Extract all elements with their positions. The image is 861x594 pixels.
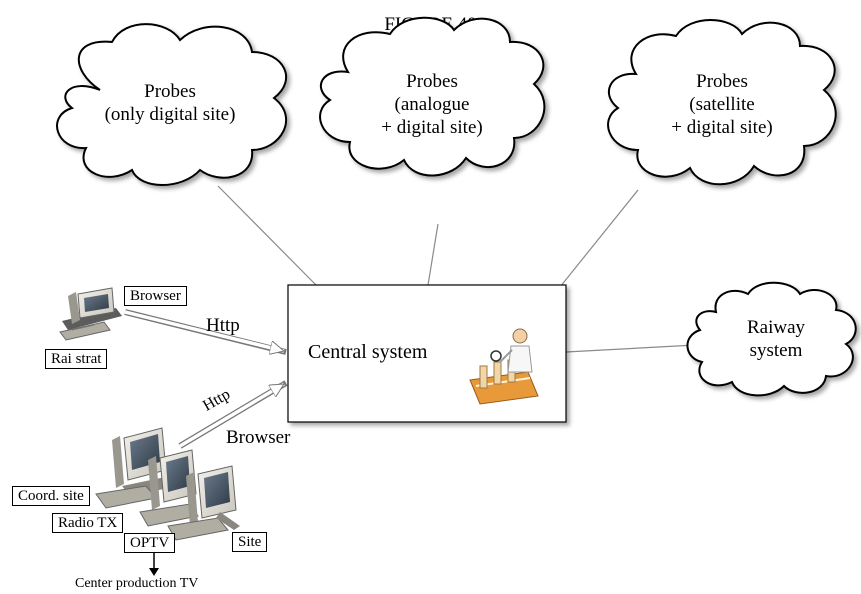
cloud-line: (analogue [394,94,470,115]
cloud-probes-satellite-label: Probes (satellite + digital site) [624,70,820,139]
cloud-railway [686,281,857,397]
computer-icon-site [167,465,240,541]
computer-icon-radio-tx [139,449,199,527]
cloud-line: + digital site) [671,117,773,138]
cloud-probes-analogue [319,16,546,177]
site-label: Site [232,532,268,552]
cloud-probes-satellite [607,19,837,186]
operator-icon [469,328,539,405]
coord-site-label: Coord. site [12,486,90,506]
rai-strat-http-label: Http [206,315,240,336]
cloud-line: + digital site) [381,117,483,138]
cloud-probes-analogue-label: Probes (analogue + digital site) [336,70,528,139]
down-arrow-icon [149,551,159,576]
computer-icon-rai-strat [59,287,122,341]
http-arrow-rai-strat [124,309,287,352]
radio-tx-label: Radio TX [52,513,124,533]
cloud-railway-label: Raiway system [706,316,846,362]
site-browser-label: Browser [226,427,291,448]
cloud-line: Raiway [746,317,806,338]
cloud-line: Probes [696,71,748,92]
cloud-line: (satellite [689,94,755,115]
cloud-line: system [749,340,803,361]
cloud-probes-digital [56,23,288,186]
center-production-label: Center production TV [75,576,199,591]
cloud-line: Probes [144,81,196,102]
cloud-line: (only digital site) [104,104,236,125]
http-arrow-site [178,380,288,449]
rai-strat-browser-label: Browser [124,286,187,306]
central-system-label: Central system [308,341,428,363]
rai-strat-site-label: Rai strat [45,349,108,369]
optv-label: OPTV [124,533,176,553]
cloud-probes-digital-label: Probes (only digital site) [66,80,274,126]
cloud-line: Probes [406,71,458,92]
